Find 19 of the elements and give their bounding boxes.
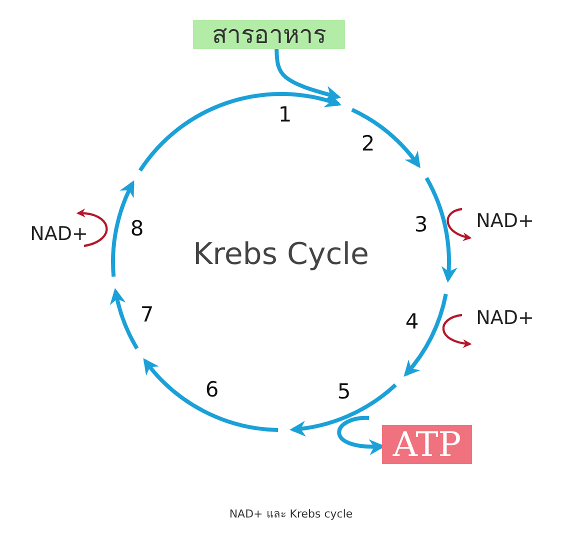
step-number: 7 [140, 304, 154, 326]
nad-label: NAD+ [472, 208, 538, 234]
step-number: 4 [405, 312, 419, 332]
step-number: 5 [337, 382, 351, 402]
nad-label: NAD+ [472, 305, 538, 331]
curved-arrow [446, 208, 472, 241]
step-number: 6 [205, 380, 219, 400]
step-number: 8 [130, 218, 144, 240]
arrow [274, 48, 342, 102]
ingredient-box: สารอาหาร [193, 20, 345, 49]
nad-label: NAD+ [26, 221, 92, 247]
step-number: 3 [414, 214, 428, 236]
caption: NAD+ และ Krebs cycle [229, 507, 353, 521]
product-box: ATP [382, 425, 472, 464]
step-number: 2 [361, 134, 375, 154]
curved-arrow [442, 314, 472, 348]
step-number: 1 [278, 104, 292, 126]
cycle-title: Krebs Cycle [193, 240, 369, 270]
curved-arrow [76, 209, 108, 248]
